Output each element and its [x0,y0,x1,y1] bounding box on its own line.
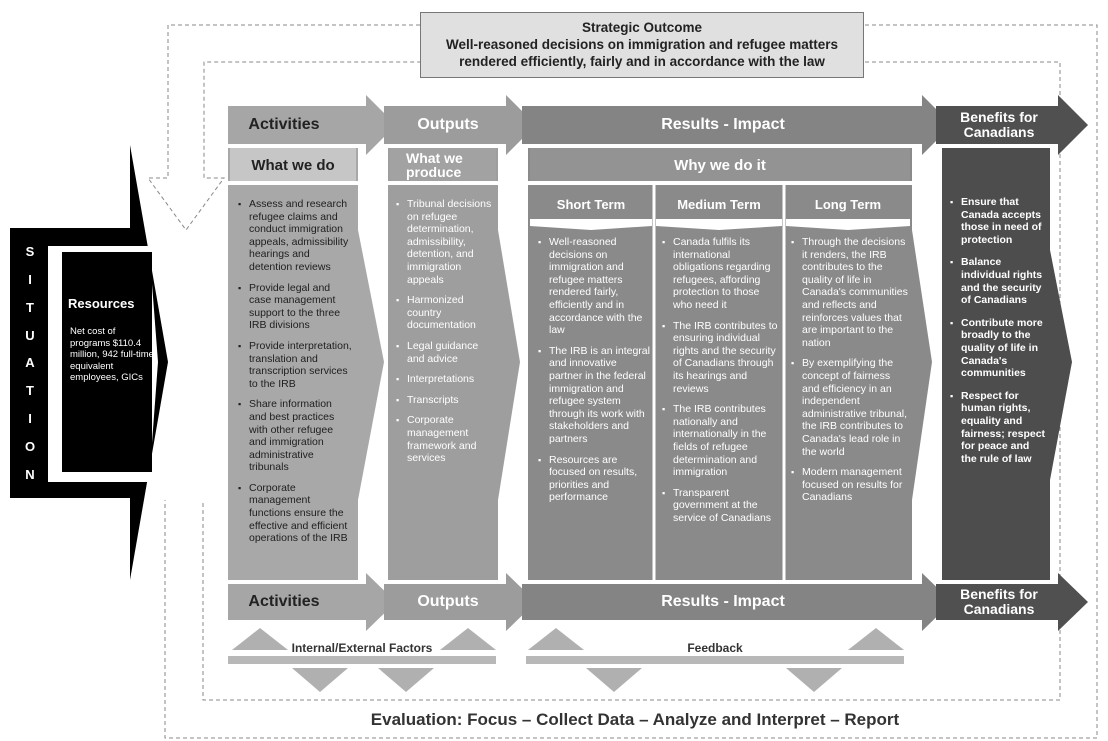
top-outputs-arrow [384,95,536,155]
situation-letter: I [28,272,32,288]
what-we-do-title: What we do [251,156,335,174]
feedback-up-triangle-2 [848,628,904,650]
bottom-benefits-label: Benefits for Canadians [960,586,1038,617]
medium-term-list: Canada fulfils its international obligat… [662,236,780,532]
medium-term-title: Medium Term [677,196,761,212]
factor-up-triangle-1 [232,628,288,650]
long-term-header-bg [786,187,910,219]
factor-down-triangle-1 [292,668,348,692]
list-item: Modern management focused on results for… [791,466,909,504]
factor-down-triangle-2 [378,668,434,692]
list-item: Corporate management framework and servi… [396,414,492,464]
activities-column-arrow [358,230,384,500]
top-benefits-label: Benefits for Canadians [960,109,1038,140]
list-item: The IRB is an integral and innovative pa… [538,345,650,446]
evaluation-loop-top-right [164,24,1098,739]
strategic-outcome-title: Strategic Outcome [581,20,703,35]
list-item: The IRB contributes nationally and inter… [662,403,780,479]
situation-letter: A [25,355,35,371]
feedback-up-triangle-1 [528,628,584,650]
bottom-outputs-label: Outputs [417,593,479,610]
list-item: Legal guidance and advice [396,340,492,365]
list-item: Provide interpretation, translation and … [238,340,352,390]
top-benefits-arrow [936,95,1088,155]
bottom-activities-label: Activities [248,593,320,610]
resources-block [62,252,152,472]
medium-term-header-bg [656,187,782,219]
top-activities-arrow [228,95,396,155]
evaluation-loop-outer [147,24,420,231]
what-we-do-header-bg [230,148,356,182]
list-item: Ensure that Canada accepts those in need… [950,196,1046,246]
list-item: Interpretations [396,373,492,386]
list-item: Assess and research refugee claims and c… [238,198,352,274]
short-term-header-bg [530,187,652,219]
list-item: Harmonized country documentation [396,294,492,332]
feedback-down-triangle-1 [586,668,642,692]
what-we-produce-header-bg [390,148,496,182]
internal-external-factors-label: Internal/External Factors [291,641,433,655]
list-item: Resources are focused on results, priori… [538,454,650,504]
long-term-title: Long Term [814,196,882,212]
feedback-label: Feedback [687,641,743,655]
why-we-do-it-title: Why we do it [674,156,766,174]
list-item: Transparent government at the service of… [662,487,780,525]
feedback-down-triangle-2 [786,668,842,692]
situation-letter: T [26,383,34,399]
feedback-bar [526,656,904,664]
top-results-arrow [522,95,952,155]
benefits-column-arrow [1050,250,1072,480]
what-we-produce-title: What we produce [406,150,463,180]
short-term-list: Well-reasoned decisions on immigration a… [538,236,650,512]
situation-letter: O [24,438,36,454]
list-item: Corporate management functions ensure th… [238,482,352,545]
situation-letter: U [25,327,35,343]
strategic-outcome-box: Strategic Outcome Well-reasoned decision… [420,12,864,78]
factor-up-triangle-2 [440,628,496,650]
list-item: Transcripts [396,394,492,407]
situation-letter: N [25,466,35,482]
list-item: Respect for human rights, equality and f… [950,390,1046,466]
strategic-outcome-line-2: rendered efficiently, fairly and in acco… [459,54,825,69]
list-item: Canada fulfils its international obligat… [662,236,780,312]
bottom-results-arrow [522,573,952,631]
resources-description: Net cost of programs $110.4 million, 942… [70,326,154,383]
list-item: Provide legal and case management suppor… [238,282,352,332]
list-item: The IRB contributes to ensuring individu… [662,320,780,396]
situation-label: S I T U A T I O N [10,228,50,498]
list-item: By exemplifying the concept of fairness … [791,357,909,458]
bottom-benefits-arrow [936,573,1088,631]
evaluation-loop-inner [202,61,1061,701]
resources-title: Resources [68,296,135,311]
list-item: Through the decisions it renders, the IR… [791,236,909,349]
why-column-arrow [912,230,932,500]
bottom-results-label: Results - Impact [661,593,785,610]
internal-external-factors-bar [228,656,496,664]
list-item: Tribunal decisions on refugee determinat… [396,198,492,286]
outputs-column-arrow [498,230,520,500]
top-activities-label: Activities [248,116,320,133]
bottom-outputs-arrow [384,573,536,631]
situation-letter: T [26,299,34,315]
bottom-activities-arrow [228,573,396,631]
what-we-do-list: Assess and research refugee claims and c… [238,198,352,553]
top-results-label: Results - Impact [661,116,785,133]
long-term-list: Through the decisions it renders, the IR… [791,236,909,512]
what-we-produce-list: Tribunal decisions on refugee determinat… [396,198,492,473]
strategic-outcome-line-1: Well-reasoned decisions on immigration a… [445,37,839,52]
short-term-title: Short Term [556,196,626,212]
list-item: Well-reasoned decisions on immigration a… [538,236,650,337]
list-item: Balance individual rights and the securi… [950,256,1046,306]
situation-letter: S [25,244,35,260]
top-outputs-label: Outputs [417,116,479,133]
list-item: Share information and best practices wit… [238,398,352,474]
situation-letter: I [28,410,32,426]
list-item: Contribute more broadly to the quality o… [950,317,1046,380]
benefits-list: Ensure that Canada accepts those in need… [950,196,1046,475]
evaluation-caption: Evaluation: Focus – Collect Data – Analy… [370,710,900,729]
why-we-do-it-header-bg [530,148,910,182]
